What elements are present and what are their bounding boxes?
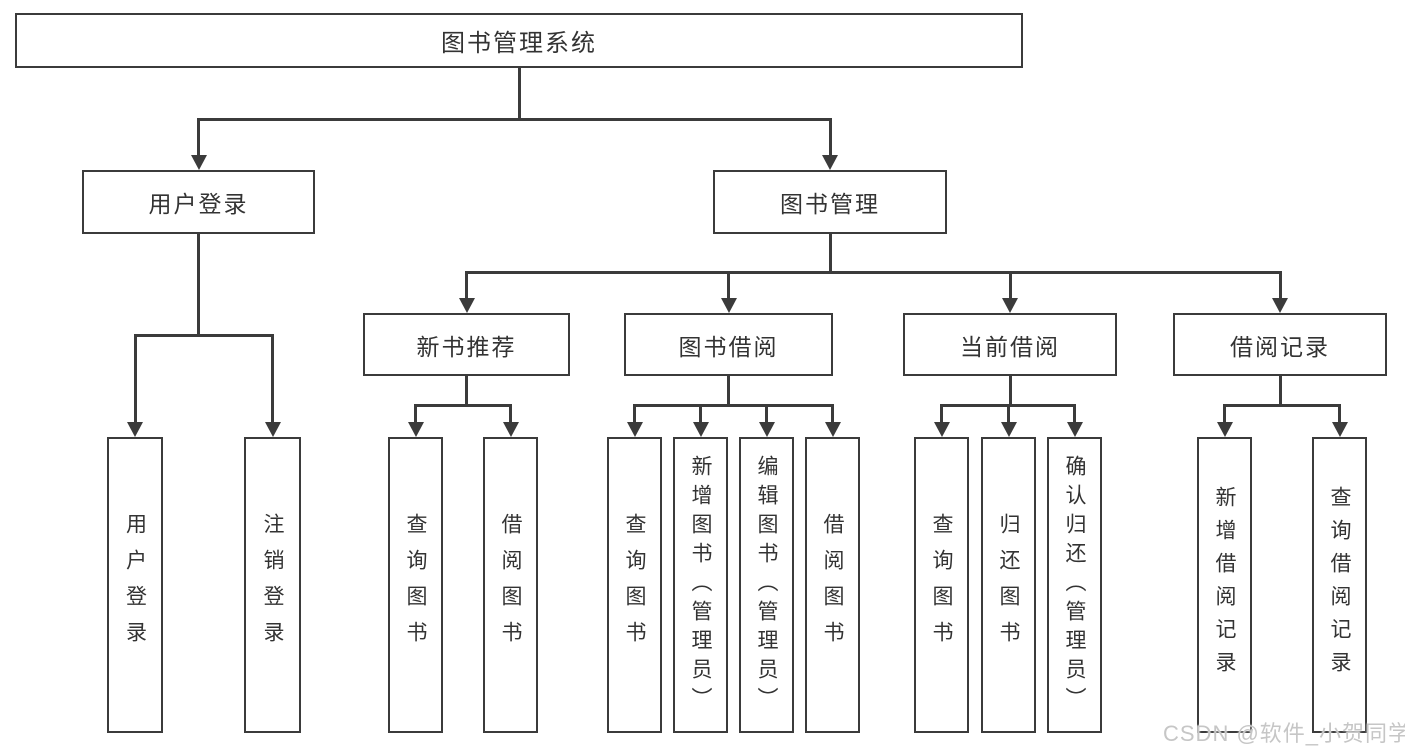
node-user-login-label: 用户登录	[148, 191, 249, 217]
edge-bb-borrow-shaft	[831, 404, 834, 424]
node-root-label: 图书管理系统	[441, 30, 597, 57]
arrowhead-down-borrow-records-icon	[1272, 298, 1288, 313]
node-borrow-records: 借阅记录	[1173, 313, 1387, 376]
edge-borrow-records-drop	[1278, 376, 1282, 406]
leaf-query-books-current: 查询图书	[914, 437, 969, 733]
leaf-query-books-current-label: 查询图书	[930, 513, 953, 657]
edge-user-login-drop	[197, 234, 200, 336]
node-book-borrow: 图书借阅	[624, 313, 833, 376]
edge-book-mgmt-shaft	[828, 118, 832, 157]
arrowhead-down-leaf-logout-icon	[264, 422, 281, 437]
node-user-login: 用户登录	[82, 170, 315, 234]
node-book-management: 图书管理	[713, 170, 947, 234]
arrowhead-down-bb-borrow-icon	[824, 422, 841, 437]
leaf-add-borrow-record: 新增借阅记录	[1197, 437, 1252, 733]
arrowhead-down-book-borrow-icon	[720, 298, 737, 313]
edge-nb-borrow-shaft	[509, 404, 512, 424]
edge-leaf-login-shaft	[133, 334, 137, 424]
node-new-book-recommend-label: 新书推荐	[416, 333, 517, 360]
node-current-borrow: 当前借阅	[903, 313, 1117, 376]
arrowhead-down-cb-return-icon	[1000, 422, 1017, 437]
arrowhead-down-br-add-icon	[1216, 422, 1233, 437]
arrowhead-down-bb-edit-icon	[758, 422, 775, 437]
leaf-query-books-recommend-label: 查询图书	[404, 513, 427, 657]
edge-user-login-rail	[133, 334, 274, 337]
arrowhead-down-book-mgmt-icon	[822, 155, 838, 170]
node-book-borrow-label: 图书借阅	[678, 333, 779, 360]
edge-cb-confirm-shaft	[1073, 404, 1076, 424]
edge-level3-rail	[465, 271, 1282, 274]
edge-book-borrow-drop	[727, 376, 730, 406]
node-root: 图书管理系统	[15, 13, 1023, 68]
edge-user-login-shaft	[197, 118, 200, 157]
arrowhead-down-new-book-icon	[458, 298, 475, 313]
leaf-confirm-return-admin: 确认归还（管理员）	[1047, 437, 1102, 733]
leaf-borrow-books: 借阅图书	[805, 437, 860, 733]
leaf-query-books-recommend: 查询图书	[388, 437, 443, 733]
edge-leaf-logout-shaft	[271, 334, 274, 424]
leaf-user-login-label: 用户登录	[123, 513, 147, 657]
edge-borrow-records-shaft	[1278, 271, 1282, 300]
leaf-query-borrow-record-label: 查询借阅记录	[1328, 486, 1351, 684]
csdn-watermark: CSDN @软件_小贺同学	[1163, 721, 1405, 746]
leaf-query-books-borrow-label: 查询图书	[623, 513, 646, 657]
edge-cb-return-shaft	[1007, 404, 1010, 424]
leaf-user-login: 用户登录	[107, 437, 163, 733]
leaf-return-book: 归还图书	[981, 437, 1036, 733]
arrowhead-down-cb-confirm-icon	[1066, 422, 1083, 437]
arrowhead-down-current-borrow-icon	[1002, 298, 1018, 313]
leaf-query-books-borrow: 查询图书	[607, 437, 662, 733]
arrowhead-down-nb-borrow-icon	[502, 422, 519, 437]
node-new-book-recommend: 新书推荐	[363, 313, 570, 376]
edge-borrow-records-rail	[1223, 404, 1341, 407]
arrowhead-down-cb-query-icon	[933, 422, 950, 437]
leaf-logout-label: 注销登录	[261, 513, 284, 657]
arrowhead-down-user-login-icon	[190, 155, 207, 170]
leaf-add-borrow-record-label: 新增借阅记录	[1213, 486, 1236, 684]
leaf-borrow-books-recommend: 借阅图书	[483, 437, 538, 733]
edge-new-book-drop	[465, 376, 468, 406]
node-borrow-records-label: 借阅记录	[1230, 333, 1330, 360]
node-book-management-label: 图书管理	[780, 191, 880, 217]
edge-root-drop	[517, 68, 521, 120]
arrowhead-down-nb-query-icon	[407, 422, 424, 437]
edge-book-borrow-rail	[633, 404, 834, 407]
node-current-borrow-label: 当前借阅	[960, 333, 1060, 360]
leaf-borrow-books-label: 借阅图书	[821, 513, 844, 657]
leaf-borrow-books-recommend-label: 借阅图书	[499, 513, 522, 657]
leaf-confirm-return-admin-label: 确认归还（管理员）	[1063, 454, 1086, 716]
leaf-return-book-label: 归还图书	[997, 513, 1020, 657]
edge-bb-edit-shaft	[765, 404, 768, 424]
leaf-query-borrow-record: 查询借阅记录	[1312, 437, 1367, 733]
edge-br-query-shaft	[1338, 404, 1341, 424]
arrowhead-down-bb-query-icon	[626, 422, 643, 437]
edge-cb-query-shaft	[940, 404, 943, 424]
arrowhead-down-bb-add-icon	[692, 422, 709, 437]
arrowhead-down-leaf-login-icon	[127, 422, 143, 437]
leaf-add-book-admin: 新增图书（管理员）	[673, 437, 728, 733]
edge-br-add-shaft	[1223, 404, 1226, 424]
edge-current-borrow-drop	[1008, 376, 1012, 406]
edge-current-borrow-shaft	[1008, 271, 1012, 300]
leaf-edit-book-admin: 编辑图书（管理员）	[739, 437, 794, 733]
arrowhead-down-br-query-icon	[1331, 422, 1348, 437]
leaf-edit-book-admin-label: 编辑图书（管理员）	[755, 454, 778, 716]
edge-bb-query-shaft	[633, 404, 636, 424]
leaf-add-book-admin-label: 新增图书（管理员）	[689, 454, 712, 716]
edge-level2-rail	[197, 118, 832, 121]
edge-bb-add-shaft	[699, 404, 702, 424]
edge-new-book-rail	[414, 404, 512, 407]
edge-new-book-shaft	[465, 271, 468, 300]
edge-book-borrow-shaft	[727, 271, 730, 300]
edge-book-mgmt-drop	[828, 234, 832, 273]
edge-nb-query-shaft	[414, 404, 417, 424]
leaf-logout: 注销登录	[244, 437, 301, 733]
